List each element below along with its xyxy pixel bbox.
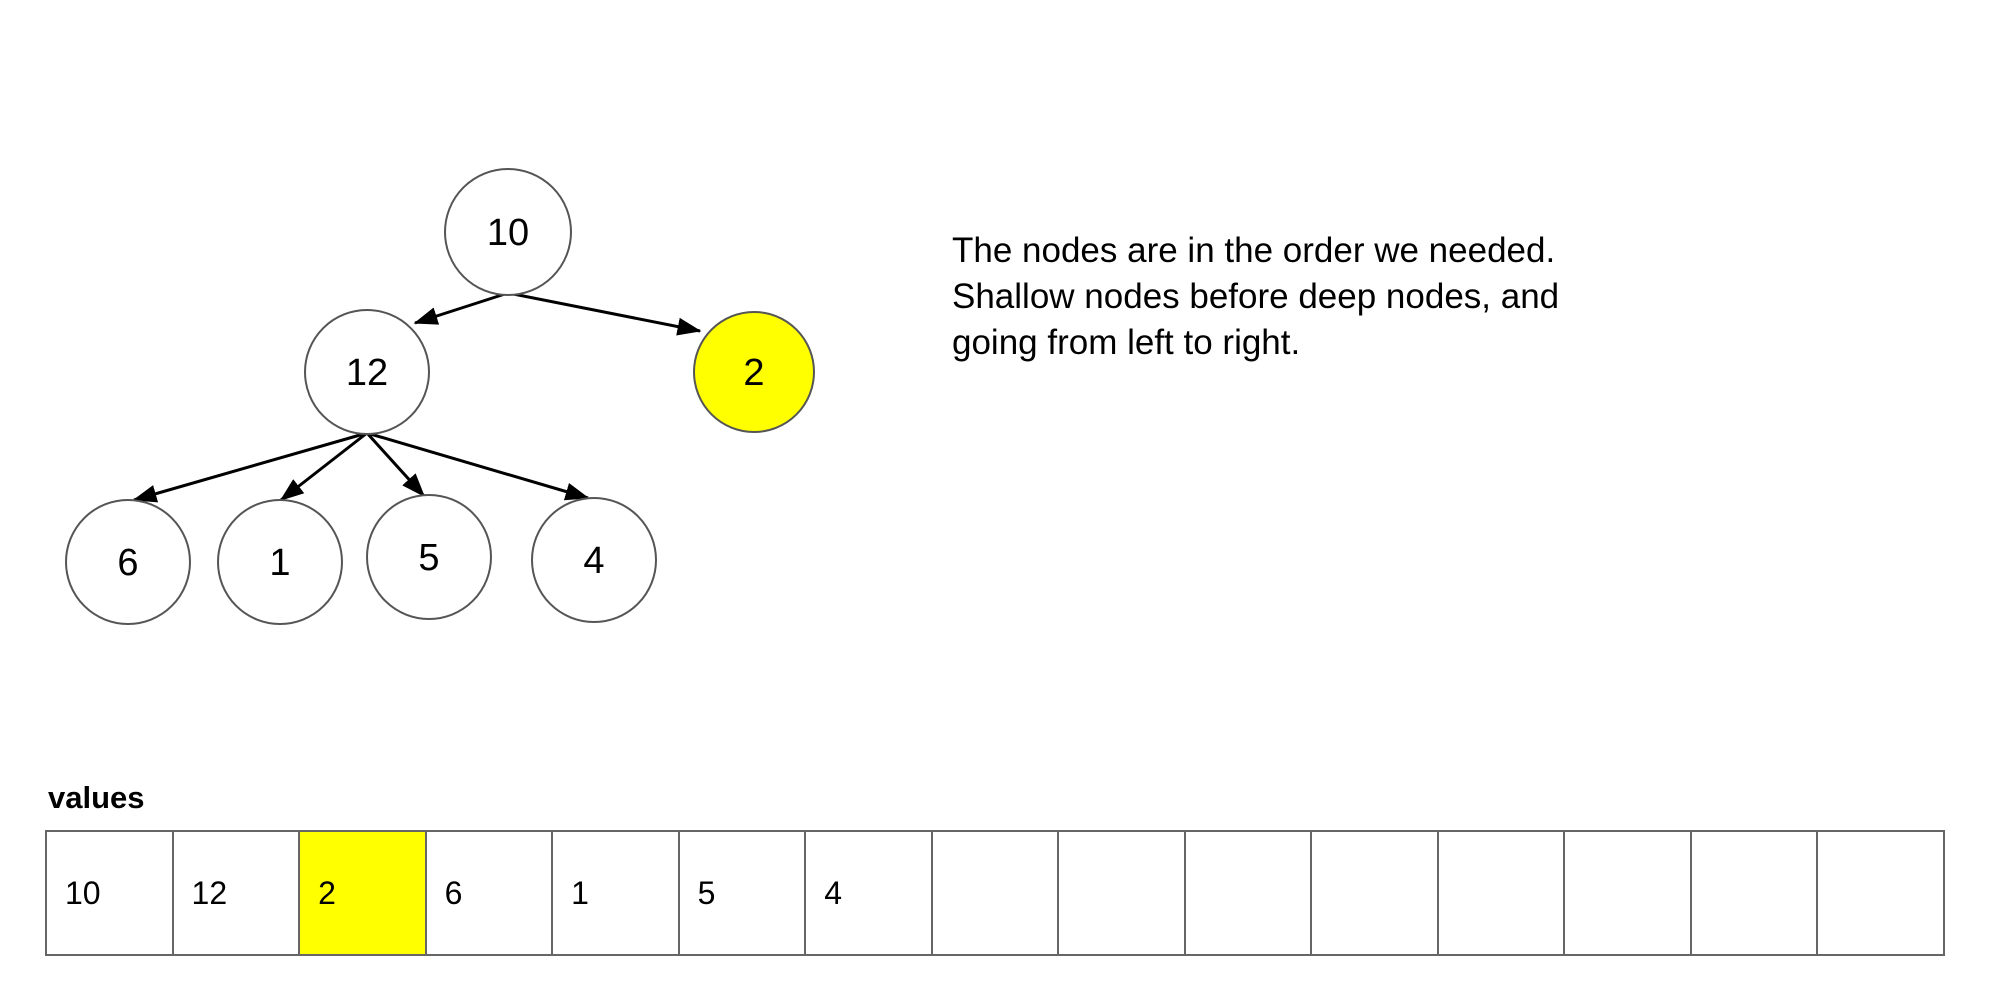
tree-node-circle[interactable]: [217, 499, 343, 625]
array-title-label: values: [48, 780, 145, 815]
array-cell[interactable]: 4: [804, 830, 933, 956]
tree-edges: [132, 291, 702, 503]
tree-edge-arrow: [507, 291, 702, 336]
array-cell[interactable]: [1057, 830, 1186, 956]
array-cell[interactable]: [1183, 830, 1313, 956]
tree-node[interactable]: 5: [366, 494, 492, 620]
array-cell[interactable]: [1563, 830, 1692, 956]
tree-node-circle[interactable]: [65, 499, 191, 625]
tree-nodes: 10 12 2 6 1 5 4: [65, 168, 815, 625]
tree-diagram: 10 12 2 6 1 5 4: [65, 168, 815, 625]
tree-node-label: 6: [117, 542, 138, 584]
tree-node-label: 10: [487, 212, 529, 254]
tree-node[interactable]: 10: [444, 168, 572, 296]
array-cell-highlighted[interactable]: 2: [298, 830, 427, 956]
tree-node-circle-highlighted[interactable]: [693, 311, 815, 433]
array-cell[interactable]: 1: [551, 830, 680, 956]
array-cell[interactable]: 12: [171, 830, 301, 956]
tree-node[interactable]: 2: [693, 311, 815, 433]
tree-node-circle[interactable]: [366, 494, 492, 620]
tree-node-circle[interactable]: [304, 309, 430, 435]
tree-node[interactable]: 12: [304, 309, 430, 435]
tree-node[interactable]: 6: [65, 499, 191, 625]
explanation-text: The nodes are in the order we needed. Sh…: [952, 231, 1560, 362]
tree-node-label: 5: [418, 537, 439, 579]
tree-node-label: 2: [743, 352, 764, 394]
tree-node-circle[interactable]: [531, 497, 657, 623]
tree-edge-arrow: [366, 431, 590, 501]
tree-edge-arrow: [365, 431, 426, 498]
tree-edge-arrow: [413, 291, 509, 325]
tree-edge-arrow: [279, 431, 368, 502]
array-cell[interactable]: [1816, 830, 1945, 956]
tree-node-circle[interactable]: [444, 168, 572, 296]
array-cell[interactable]: [1436, 830, 1566, 956]
array-cell[interactable]: [1689, 830, 1819, 956]
tree-node[interactable]: 4: [531, 497, 657, 623]
tree-node-label: 4: [583, 540, 604, 582]
array-cell[interactable]: 6: [424, 830, 554, 956]
tree-node-label: 1: [269, 542, 290, 584]
array-cell[interactable]: 10: [45, 830, 174, 956]
array-cell[interactable]: [1310, 830, 1439, 956]
array-cell[interactable]: 5: [677, 830, 807, 956]
tree-node[interactable]: 1: [217, 499, 343, 625]
tree-node-label: 12: [346, 352, 388, 394]
tree-edge-arrow: [132, 431, 368, 503]
array-cell[interactable]: [930, 830, 1060, 956]
